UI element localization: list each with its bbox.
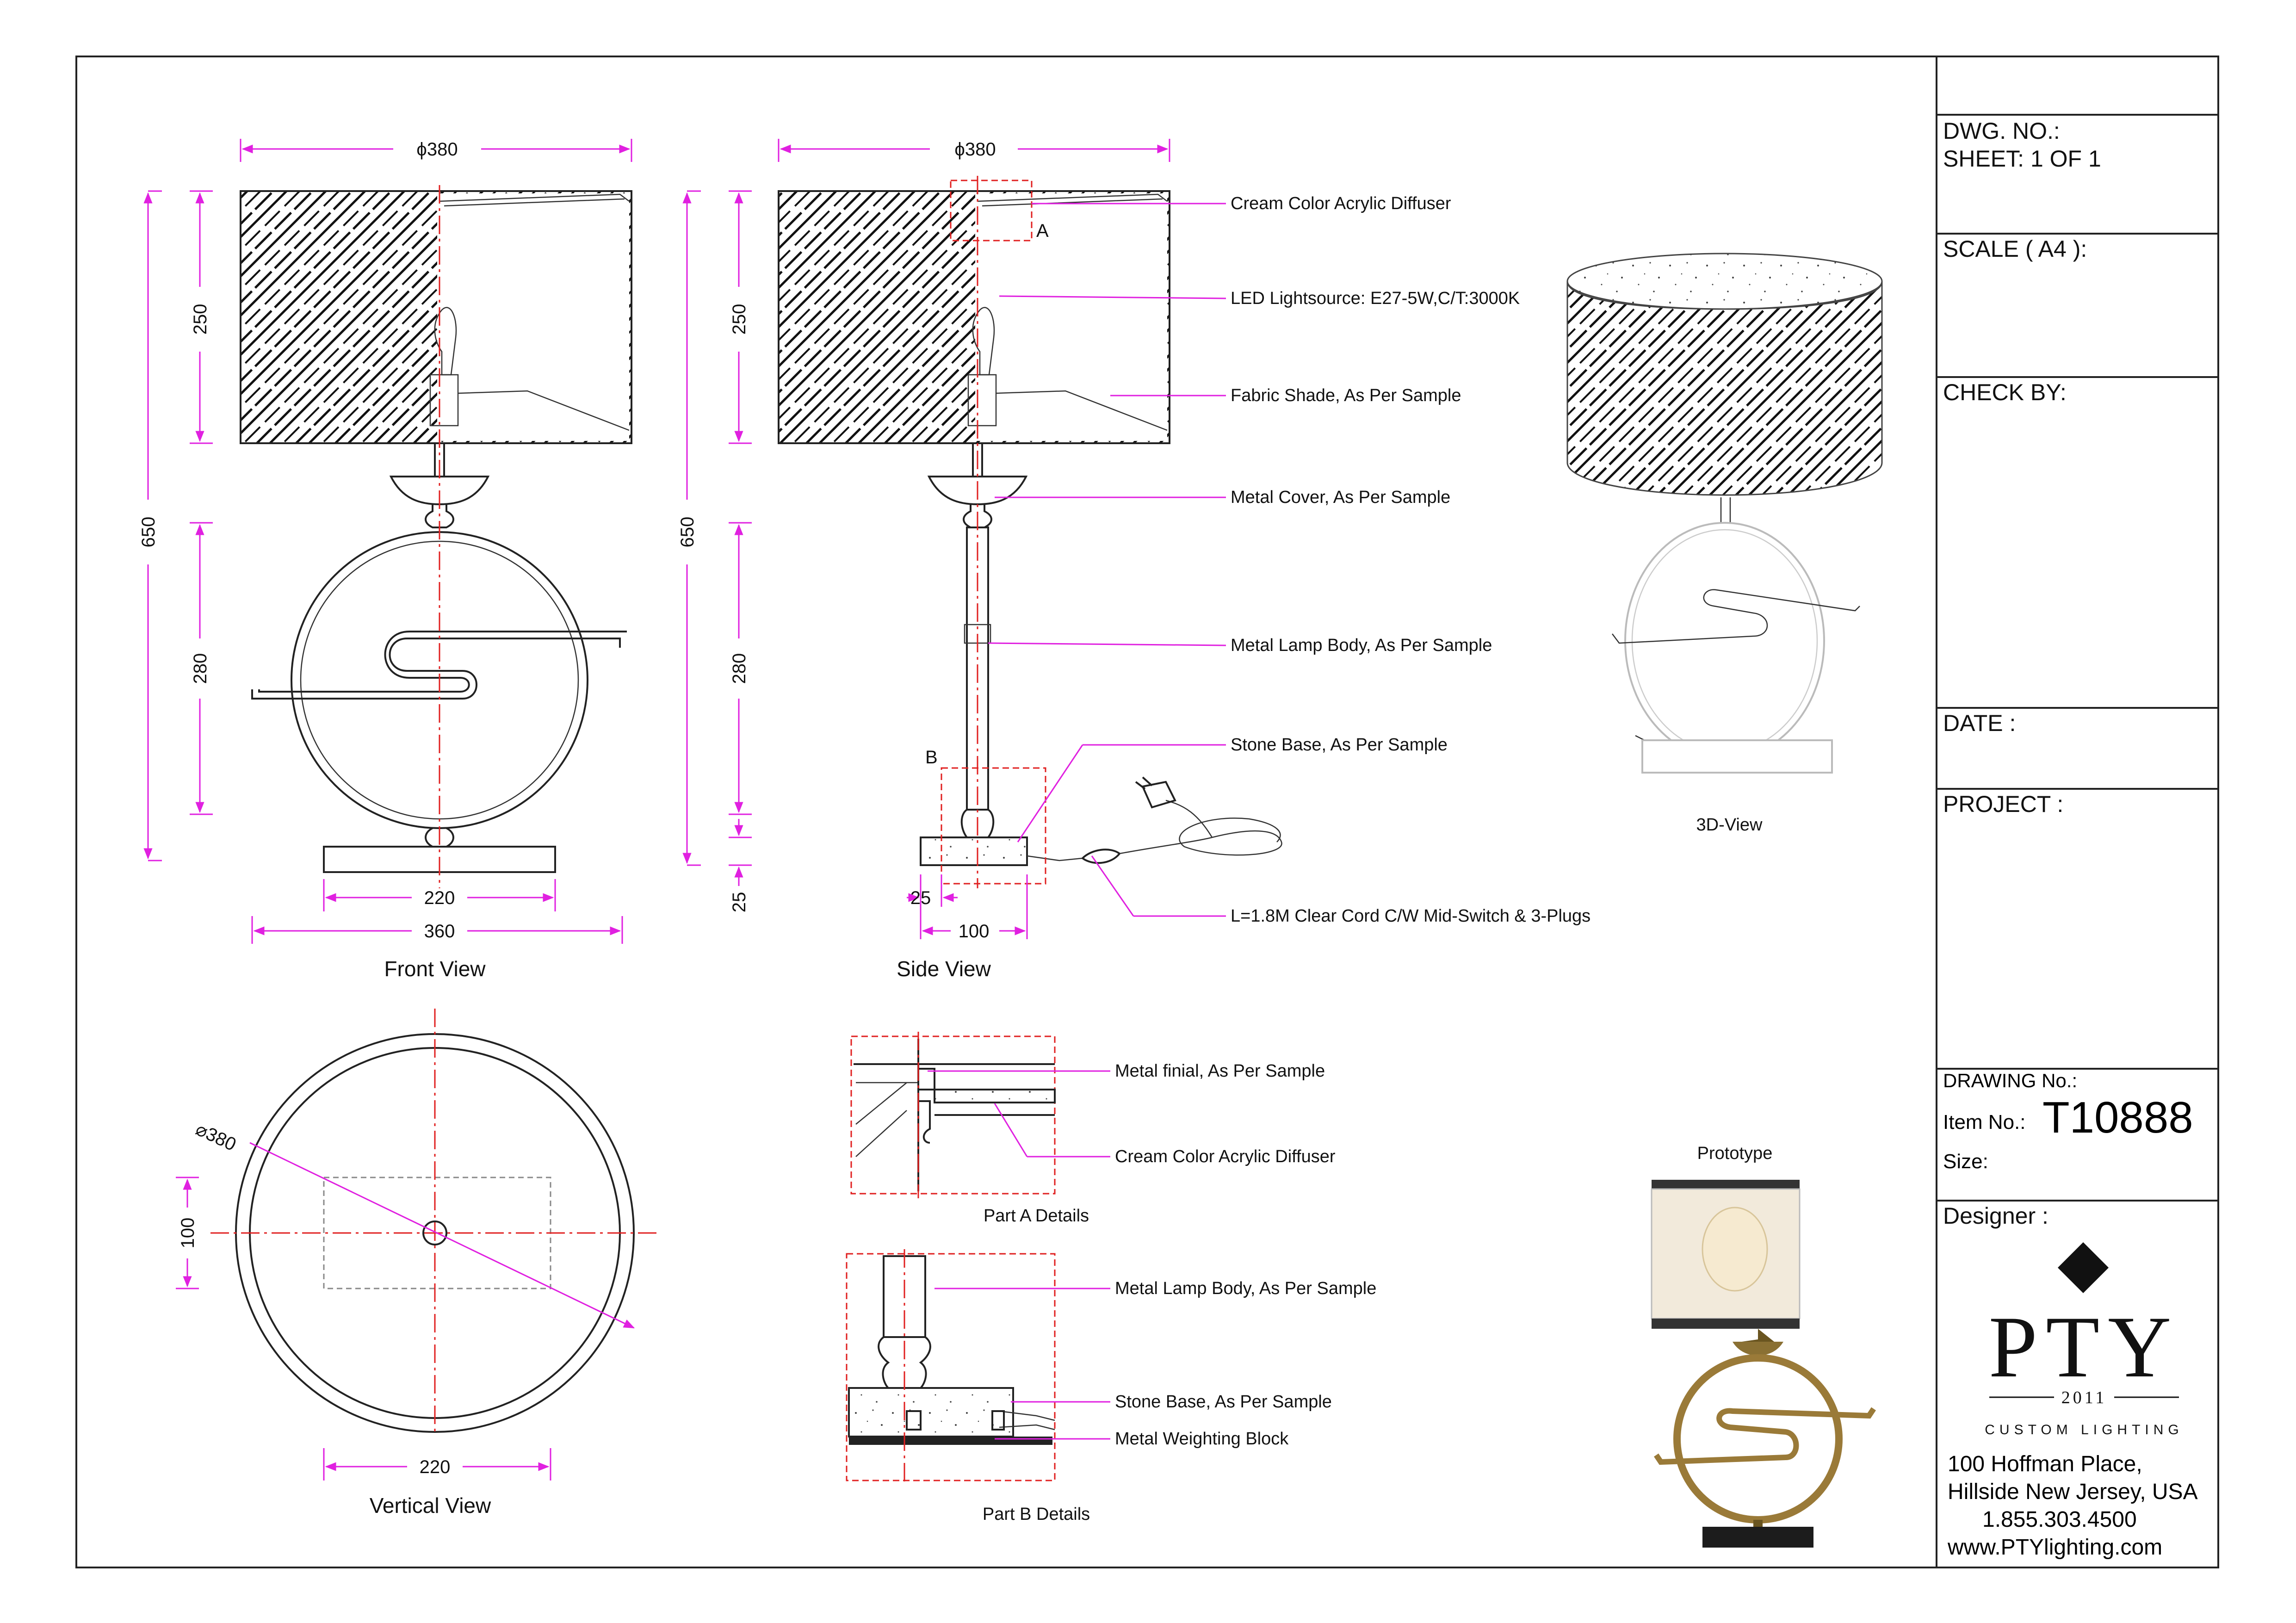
part-b-title: Part B Details: [983, 1505, 1090, 1524]
tb-check-by: CHECK BY:: [1943, 379, 2067, 405]
front-bulb: [434, 307, 457, 376]
front-s-hook: [251, 631, 627, 700]
part-a-diffuser: [934, 1089, 1056, 1103]
three-d-base: [1641, 739, 1833, 774]
top-depth: 100: [178, 1218, 198, 1249]
side-base-height: 25: [729, 892, 749, 913]
callout-cord: L=1.8M Clear Cord C/W Mid-Switch & 3-Plu…: [1231, 906, 1590, 926]
side-view-title: Side View: [897, 957, 991, 981]
detail-b-marker-box: [941, 767, 1046, 885]
company-phone: 1.855.303.4500: [1982, 1507, 2137, 1532]
callout-cover: Metal Cover, As Per Sample: [1231, 488, 1450, 507]
part-b-stone: [848, 1387, 1014, 1437]
three-d-shade: [1566, 281, 1883, 496]
side-callouts: Cream Color Acrylic Diffuser LED Lightso…: [988, 194, 1590, 926]
part-b-detail: Metal Lamp Body, As Per Sample Stone Bas…: [846, 1249, 1376, 1485]
part-a-diffuser-label: Cream Color Acrylic Diffuser: [1115, 1147, 1336, 1166]
prototype-base: [1702, 1527, 1813, 1548]
three-d-view: [1566, 253, 1883, 774]
part-b-weight: [849, 1437, 1052, 1445]
front-view: [240, 185, 632, 888]
company-address-1: 100 Hoffman Place,: [1948, 1452, 2142, 1476]
logo-year: 2011: [2061, 1388, 2107, 1407]
top-center-hole: [422, 1220, 447, 1245]
tb-designer: Designer :: [1943, 1203, 2048, 1229]
three-d-title: 3D-View: [1696, 815, 1763, 835]
top-shade-dia: ⌀380: [192, 1119, 239, 1155]
part-a-title: Part A Details: [984, 1206, 1089, 1226]
callout-led: LED Lightsource: E27-5W,C/T:3000K: [1231, 289, 1520, 308]
callout-body: Metal Lamp Body, As Per Sample: [1231, 636, 1492, 655]
company-website[interactable]: www.PTYlighting.com: [1947, 1535, 2162, 1560]
callout-diffuser: Cream Color Acrylic Diffuser: [1231, 194, 1451, 213]
front-dimensions: ϕ380 650 250 280 220 360: [138, 139, 632, 944]
part-b-weight-label: Metal Weighting Block: [1115, 1429, 1289, 1449]
front-total-width: 360: [424, 921, 455, 942]
tb-size: Size:: [1943, 1150, 1988, 1173]
tb-dwg-no: DWG. NO.:: [1943, 118, 2060, 144]
part-b-stone-label: Stone Base, As Per Sample: [1115, 1392, 1332, 1412]
marker-b: B: [925, 747, 938, 768]
side-bulb: [972, 307, 995, 376]
tb-item-no-label: Item No.:: [1943, 1111, 2026, 1134]
side-view: A B: [778, 176, 1282, 888]
tb-sheet: SHEET: 1 OF 1: [1943, 146, 2101, 172]
callout-shade: Fabric Shade, As Per Sample: [1231, 386, 1461, 405]
prototype-s-hook: [1654, 1407, 1876, 1465]
logo-diamond-icon: [2058, 1242, 2109, 1293]
front-shade-dia: ϕ380: [416, 139, 458, 160]
part-a-finial-label: Metal finial, As Per Sample: [1115, 1061, 1325, 1081]
logo-name: PTY: [1989, 1299, 2180, 1396]
vertical-view: ⌀380 100 220: [176, 1009, 659, 1481]
tb-date: DATE :: [1943, 710, 2016, 736]
part-a-detail: Metal finial, As Per Sample Cream Color …: [850, 1032, 1336, 1198]
side-total-height: 650: [677, 517, 698, 548]
front-body-height: 280: [190, 653, 210, 684]
vertical-view-title: Vertical View: [370, 1493, 491, 1518]
prototype-title: Prototype: [1697, 1144, 1773, 1163]
logo-tagline: CUSTOM LIGHTING: [1985, 1422, 2183, 1437]
front-total-height: 650: [138, 517, 159, 548]
side-base-depth: 100: [959, 921, 990, 942]
tb-item-no: T10888: [2042, 1093, 2193, 1142]
side-body-height: 280: [729, 653, 749, 684]
front-view-title: Front View: [384, 957, 486, 981]
top-width: 220: [420, 1457, 451, 1477]
drawing-border: [75, 56, 2219, 1568]
side-dimensions: ϕ380 650 250 280 25 25 100: [677, 139, 1170, 942]
side-cord: [1027, 855, 1083, 861]
side-shade-height: 250: [729, 304, 749, 335]
front-base-width: 220: [424, 888, 455, 908]
front-shade-height: 250: [190, 304, 210, 335]
marker-a: A: [1036, 221, 1049, 241]
company-address-2: Hillside New Jersey, USA: [1948, 1480, 2198, 1504]
side-plug: [1141, 781, 1176, 809]
title-block: DWG. NO.: SHEET: 1 OF 1 SCALE ( A4 ): CH…: [1937, 114, 2218, 1560]
part-b-body-label: Metal Lamp Body, As Per Sample: [1115, 1279, 1376, 1298]
tb-scale: SCALE ( A4 ):: [1943, 236, 2087, 262]
callout-stone: Stone Base, As Per Sample: [1231, 735, 1448, 755]
part-a-finial: [917, 1068, 935, 1090]
tb-drawing-no: DRAWING No.:: [1943, 1070, 2077, 1091]
side-shade-dia: ϕ380: [954, 139, 996, 160]
prototype-image: [1651, 1180, 1876, 1548]
side-base-offset: 25: [910, 888, 931, 908]
prototype-ring: [1673, 1354, 1843, 1524]
tb-project: PROJECT :: [1943, 791, 2063, 817]
